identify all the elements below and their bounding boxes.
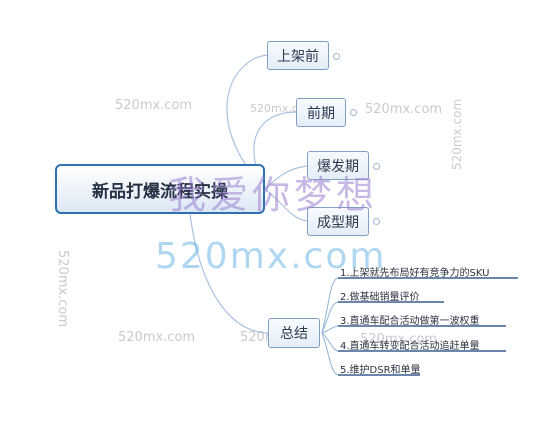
watermark-site: 520mx.com xyxy=(360,332,438,347)
summary-item[interactable]: 5.维护DSR和单量 xyxy=(340,365,421,376)
watermark-site: 520mx.com xyxy=(118,330,196,345)
branch-node-burst-stage[interactable]: 爆发期 xyxy=(307,151,369,180)
summary-item[interactable]: 3.直通车配合活动做第一波权重 xyxy=(340,316,480,327)
watermark-site: 520mx.com xyxy=(115,98,193,113)
watermark-site: 520mx.com xyxy=(365,102,443,117)
root-node[interactable]: 新品打爆流程实操 xyxy=(55,164,265,214)
summary-item[interactable]: 1.上架就先布局好有竞争力的SKU xyxy=(340,268,490,279)
expand-icon[interactable] xyxy=(373,218,380,225)
summary-item[interactable]: 2.做基础销量评价 xyxy=(340,292,420,303)
expand-icon[interactable] xyxy=(333,53,340,60)
watermark-site-vertical: 520mx.com xyxy=(450,98,464,170)
branch-node-summary[interactable]: 总结 xyxy=(268,318,320,348)
watermark-slogan: 我爱你梦想 xyxy=(168,173,379,217)
expand-icon[interactable] xyxy=(373,163,380,170)
branch-node-early-stage[interactable]: 前期 xyxy=(296,98,346,127)
branch-node-pre-listing[interactable]: 上架前 xyxy=(267,41,329,70)
watermark-site-large: 520mx.com xyxy=(155,236,387,277)
branch-node-mature-stage[interactable]: 成型期 xyxy=(307,207,369,236)
summary-item[interactable]: 4.直通车转变配合活动追赶单量 xyxy=(340,341,480,352)
watermark-site-vertical: 520mx.com xyxy=(55,250,70,328)
expand-icon[interactable] xyxy=(350,109,357,116)
